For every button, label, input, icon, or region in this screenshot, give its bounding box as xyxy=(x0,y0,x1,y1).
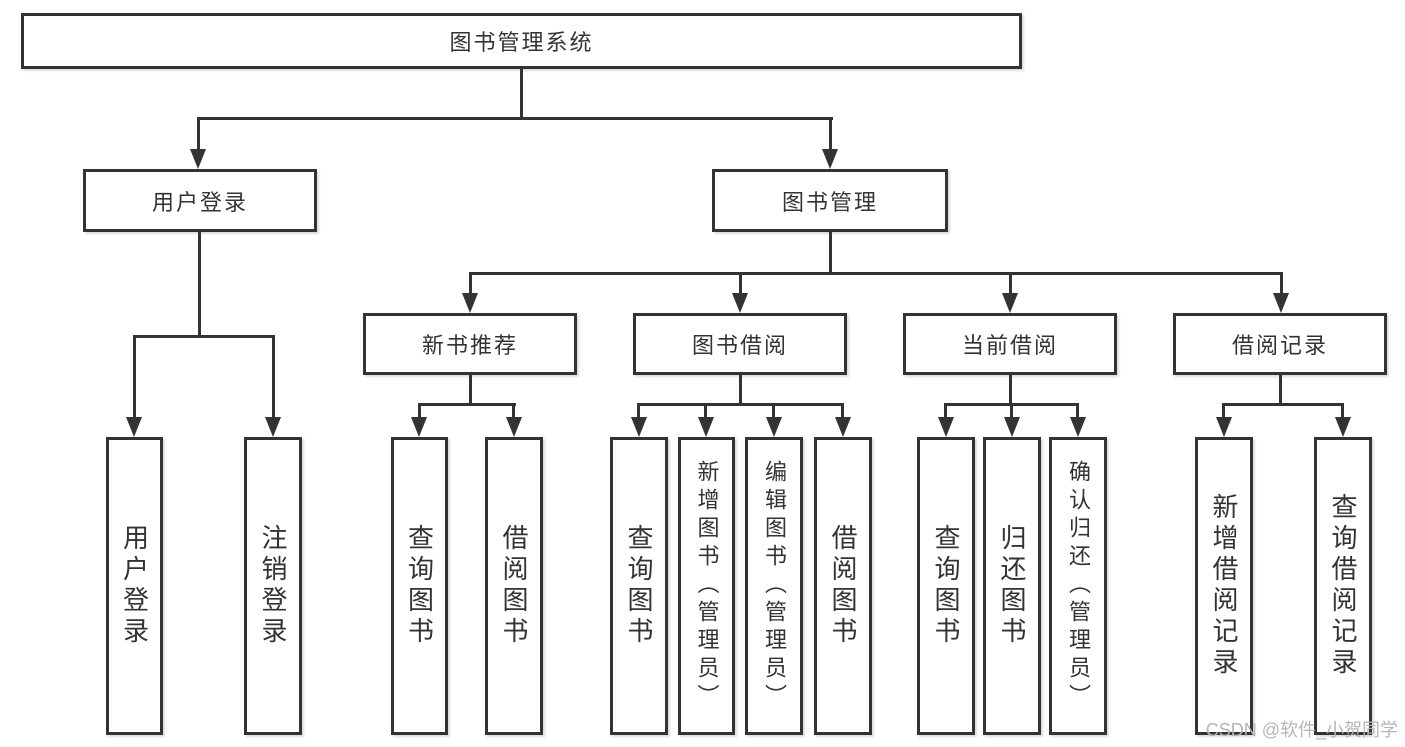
connector-line xyxy=(637,403,844,406)
connector-line xyxy=(829,232,832,275)
node-borrow-records-label: 借阅记录 xyxy=(1231,333,1328,358)
node-new-book-recommend: 新书推荐 xyxy=(363,313,577,375)
connector-line xyxy=(469,375,472,406)
leaf-br-add-record: 新增借阅记录 xyxy=(1195,437,1253,735)
connector-line xyxy=(198,232,201,338)
node-root-label: 图书管理系统 xyxy=(449,30,594,55)
arrow-down-icon xyxy=(506,417,522,437)
leaf-br-add-record-label: 新增借阅记录 xyxy=(1209,493,1239,679)
arrow-down-icon xyxy=(462,293,478,313)
leaf-nb-borrow-books: 借阅图书 xyxy=(485,437,543,735)
arrow-down-icon xyxy=(938,417,954,437)
leaf-cb-confirm-return-admin: 确认归还（管理员） xyxy=(1049,437,1107,735)
arrow-down-icon xyxy=(631,417,647,437)
arrow-down-icon xyxy=(766,417,782,437)
leaf-cb-query-books: 查询图书 xyxy=(917,437,975,735)
connector-line xyxy=(1222,403,1225,419)
leaf-nb-query-books: 查询图书 xyxy=(391,437,448,735)
arrow-down-icon xyxy=(732,293,748,313)
node-current-borrow: 当前借阅 xyxy=(903,313,1117,375)
arrow-down-icon xyxy=(1004,417,1020,437)
node-borrow-records: 借阅记录 xyxy=(1173,313,1387,375)
leaf-bb-add-books-admin-label: 新增图书（管理员） xyxy=(694,460,720,712)
node-user-login: 用户登录 xyxy=(83,169,317,232)
leaf-cb-return-books-label: 归还图书 xyxy=(997,524,1027,648)
node-current-borrow-label: 当前借阅 xyxy=(961,333,1058,358)
leaf-nb-query-books-label: 查询图书 xyxy=(404,524,435,648)
node-root: 图书管理系统 xyxy=(21,13,1022,69)
connector-line xyxy=(1279,375,1282,406)
connector-line xyxy=(772,403,775,419)
arrow-down-icon xyxy=(126,417,142,437)
connector-line xyxy=(418,403,421,419)
connector-line xyxy=(1222,403,1344,406)
connector-line xyxy=(469,272,472,295)
arrow-down-icon xyxy=(835,417,851,437)
arrow-down-icon xyxy=(698,417,714,437)
leaf-nb-borrow-books-label: 借阅图书 xyxy=(499,524,529,648)
connector-line xyxy=(133,335,275,338)
node-book-borrow-label: 图书借阅 xyxy=(691,333,788,358)
connector-line xyxy=(1009,375,1012,406)
leaf-user-login-label: 用户登录 xyxy=(119,524,150,648)
watermark-text: CSDN @软件_小贺同学 xyxy=(1205,720,1398,740)
arrow-down-icon xyxy=(265,417,281,437)
connector-line xyxy=(829,117,832,151)
leaf-br-query-record-label: 查询借阅记录 xyxy=(1328,493,1358,679)
arrow-down-icon xyxy=(822,149,838,169)
connector-line xyxy=(1280,272,1283,295)
arrow-down-icon xyxy=(1335,417,1351,437)
leaf-bb-borrow-books-label: 借阅图书 xyxy=(828,524,858,648)
connector-line xyxy=(520,69,523,120)
node-book-management-label: 图书管理 xyxy=(781,189,878,215)
connector-line xyxy=(469,272,1283,275)
leaf-bb-query-books: 查询图书 xyxy=(610,437,668,735)
leaf-bb-add-books-admin: 新增图书（管理员） xyxy=(678,437,735,735)
connector-line xyxy=(197,117,833,120)
arrow-down-icon xyxy=(1216,417,1232,437)
leaf-user-login: 用户登录 xyxy=(106,437,163,735)
connector-line xyxy=(704,403,707,419)
connector-line xyxy=(1341,403,1344,419)
leaf-bb-edit-books-admin: 编辑图书（管理员） xyxy=(745,437,803,735)
leaf-br-query-record: 查询借阅记录 xyxy=(1314,437,1372,735)
node-book-borrow: 图书借阅 xyxy=(633,313,847,375)
node-book-management: 图书管理 xyxy=(712,169,948,232)
connector-line xyxy=(739,375,742,406)
node-user-login-label: 用户登录 xyxy=(151,189,248,215)
connector-line xyxy=(197,117,200,151)
leaf-cb-query-books-label: 查询图书 xyxy=(931,524,961,648)
leaf-bb-borrow-books: 借阅图书 xyxy=(814,437,872,735)
leaf-logout-label: 注销登录 xyxy=(258,524,288,648)
arrow-down-icon xyxy=(1070,417,1086,437)
leaf-bb-edit-books-admin-label: 编辑图书（管理员） xyxy=(762,460,787,712)
connector-line xyxy=(418,403,516,406)
arrow-down-icon xyxy=(190,149,206,169)
connector-line xyxy=(1009,272,1012,295)
leaf-cb-return-books: 归还图书 xyxy=(983,437,1041,735)
connector-line xyxy=(637,403,640,419)
leaf-cb-confirm-return-admin-label: 确认归还（管理员） xyxy=(1066,460,1091,712)
connector-line xyxy=(1010,403,1013,419)
node-new-book-recommend-label: 新书推荐 xyxy=(421,333,518,358)
connector-line xyxy=(133,335,136,419)
connector-line xyxy=(944,403,947,419)
connector-line xyxy=(272,335,275,419)
connector-line xyxy=(1076,403,1079,419)
arrow-down-icon xyxy=(1273,293,1289,313)
arrow-down-icon xyxy=(411,417,427,437)
connector-line xyxy=(739,272,742,295)
connector-line xyxy=(512,403,515,419)
connector-line xyxy=(841,403,844,419)
leaf-bb-query-books-label: 查询图书 xyxy=(624,524,654,648)
arrow-down-icon xyxy=(1002,293,1018,313)
leaf-logout: 注销登录 xyxy=(244,437,302,735)
